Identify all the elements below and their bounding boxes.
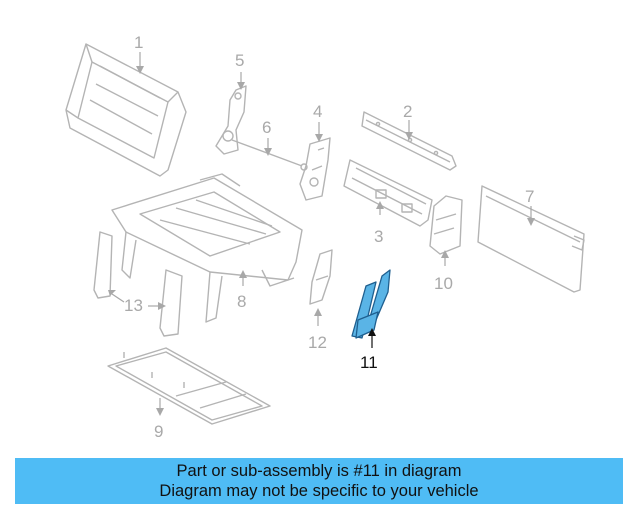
callout-5: 5: [235, 51, 244, 70]
part-13-leg-brackets: [93, 231, 183, 337]
callout-13: 13: [124, 296, 143, 315]
part-12-bracket: [309, 249, 333, 305]
callout-10: 10: [434, 274, 453, 293]
callout-1: 1: [134, 33, 143, 52]
info-banner: Part or sub-assembly is #11 in diagram D…: [15, 458, 623, 504]
banner-line-2: Diagram may not be specific to your vehi…: [159, 482, 479, 500]
part-3-support-bracket: [343, 159, 433, 227]
part-8-seat-frame: [111, 173, 303, 323]
part-9-bottom-cover: [107, 347, 271, 425]
callout-2: 2: [403, 102, 412, 121]
callout-12: 12: [308, 333, 327, 352]
parts-diagram: 1 5 6 4 2 3: [65, 33, 585, 441]
callout-6: 6: [262, 118, 271, 137]
callout-11: 11: [360, 353, 378, 372]
part-11-highlighted: [351, 269, 391, 339]
callout-8: 8: [237, 292, 246, 311]
part-6-rod: [231, 139, 308, 171]
part-4-latch-bracket: [299, 137, 331, 201]
callout-7: 7: [525, 187, 534, 206]
callout-9: 9: [154, 422, 163, 441]
part-1-seat-back-frame: [65, 43, 187, 177]
part-5-recliner-bracket: [215, 85, 247, 155]
part-2-panel: [361, 111, 457, 171]
callout-3: 3: [374, 227, 383, 246]
part-10-cover: [429, 195, 463, 255]
callout-4: 4: [313, 102, 322, 121]
banner-line-1: Part or sub-assembly is #11 in diagram: [176, 462, 462, 480]
